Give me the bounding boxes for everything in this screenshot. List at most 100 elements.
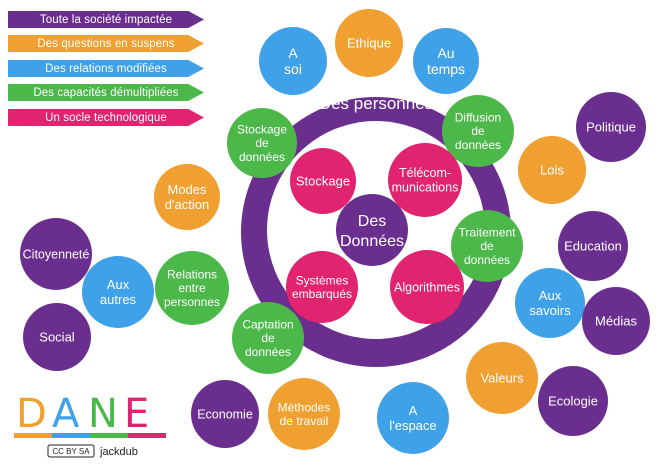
cc-license-badge <box>47 444 95 458</box>
node-circle <box>442 95 514 167</box>
node-label: personnes <box>164 295 220 309</box>
node-label: Education <box>564 239 622 254</box>
node-circle <box>286 251 358 323</box>
node-circle <box>388 143 462 217</box>
node-label: Méthodes <box>278 400 331 414</box>
node-circle <box>232 302 304 374</box>
logo-stripe <box>128 433 166 438</box>
legend-item: Toute la société impactée <box>8 11 204 28</box>
node-circle <box>377 382 449 454</box>
node-label: Algorithmes <box>394 280 460 294</box>
node-label: Systèmes <box>296 273 349 287</box>
logo-stripe <box>52 433 90 438</box>
node-circle <box>154 164 220 230</box>
des-donnees-center: Des Données <box>336 194 408 266</box>
logo-stripes <box>14 433 166 438</box>
ring-label: Des personnes <box>319 94 433 113</box>
node-circle <box>582 287 650 355</box>
node-label: A <box>409 403 418 418</box>
node-ethique: Ethique <box>335 9 403 77</box>
node-circle <box>290 148 356 214</box>
logo-letter: D <box>16 391 47 437</box>
node-label: autres <box>100 292 137 307</box>
node-label: de <box>255 136 269 150</box>
concept-nodes: AsoiEthiqueAutempsPolitiqueDiffusiondedo… <box>20 9 650 454</box>
logo-stripe <box>90 433 128 438</box>
node-label: Citoyenneté <box>23 247 90 261</box>
node-label: données <box>464 253 510 267</box>
node-circle <box>413 28 479 94</box>
license-text: CC BY SA <box>52 447 90 456</box>
node-label: entre <box>178 281 206 295</box>
node-label: Relations <box>167 267 217 281</box>
legend-item: Des relations modifiées <box>8 60 204 77</box>
node-label: Stockage <box>296 174 350 189</box>
node-politique: Politique <box>576 92 646 162</box>
node-circle <box>515 268 585 338</box>
node-circle <box>451 210 523 282</box>
node-telecommunications: Télécom-munications <box>388 143 462 217</box>
node-label: données <box>245 345 291 359</box>
node-label: de travail <box>280 414 329 428</box>
node-label: soi <box>284 61 302 77</box>
node-label: de <box>480 239 494 253</box>
node-medias: Médias <box>582 287 650 355</box>
node-a-l-espace: Al'espace <box>377 382 449 454</box>
node-label: embarqués <box>292 287 352 301</box>
node-lois: Lois <box>518 136 586 204</box>
node-circle <box>20 218 92 290</box>
node-economie: Economie <box>191 380 259 448</box>
node-label: Valeurs <box>480 371 524 386</box>
node-label: Médias <box>595 314 637 329</box>
node-circle <box>518 136 586 204</box>
node-label: Modes <box>167 182 207 197</box>
node-circle <box>466 342 538 414</box>
node-circle <box>227 108 297 178</box>
node-label: Ethique <box>347 36 391 51</box>
node-label: Télécom- <box>399 166 451 180</box>
node-label: Diffusion <box>455 110 501 124</box>
node-ecologie: Ecologie <box>538 366 608 436</box>
node-label: de <box>261 331 275 345</box>
node-label: Lois <box>540 163 564 178</box>
node-label: munications <box>392 181 459 195</box>
node-algorithmes: Algorithmes <box>390 250 464 324</box>
node-label: Ecologie <box>548 394 598 409</box>
node-stockage: Stockage <box>290 148 356 214</box>
node-circle <box>191 380 259 448</box>
node-label: savoirs <box>529 303 571 318</box>
node-circle <box>390 250 464 324</box>
node-label: Au <box>437 45 454 61</box>
center-circle <box>336 194 408 266</box>
center-label-line-1: Des <box>358 213 386 230</box>
node-circle <box>335 9 403 77</box>
credit-text: jackdub <box>99 446 138 458</box>
legend-item: Des questions en suspens <box>8 35 204 52</box>
node-label: Politique <box>586 120 636 135</box>
node-social: Social <box>23 303 91 371</box>
node-circle <box>538 366 608 436</box>
node-circle <box>155 251 229 325</box>
node-label: données <box>239 150 285 164</box>
node-label: temps <box>427 61 465 77</box>
node-label: Aux <box>107 277 130 292</box>
logo-letter: E <box>124 391 149 437</box>
node-label: Aux <box>539 288 562 303</box>
node-circle <box>268 378 340 450</box>
center-label-line-2: Données <box>340 233 404 250</box>
node-label: Traitement <box>459 225 517 239</box>
node-label: d'action <box>165 197 209 212</box>
node-circle <box>558 211 628 281</box>
node-circle <box>23 303 91 371</box>
